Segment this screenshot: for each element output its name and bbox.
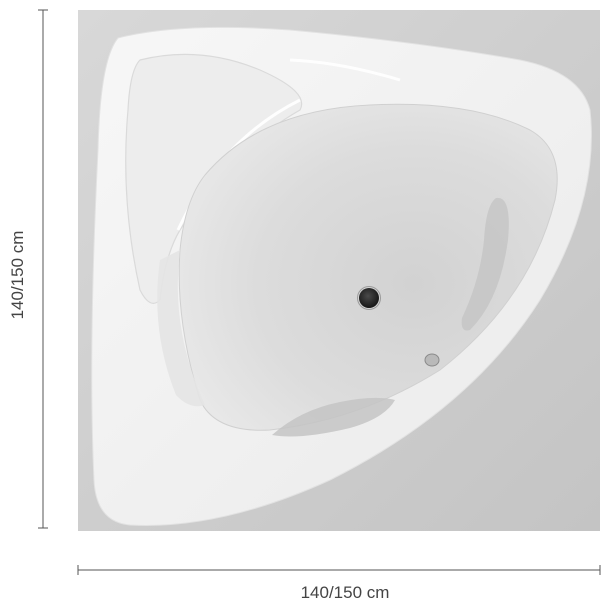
width-dimension-label: 140/150 cm	[301, 583, 390, 602]
bathtub-basin	[178, 103, 558, 431]
bathtub-armrest-right	[461, 197, 509, 331]
drain-ring	[357, 286, 381, 310]
overflow-icon	[424, 353, 440, 367]
height-dimension: 140/150 cm	[8, 9, 48, 529]
bathtub-rim-highlight	[289, 58, 401, 82]
width-dimension: 140/150 cm	[77, 565, 601, 602]
height-dimension-label: 140/150 cm	[8, 231, 27, 320]
drain-icon	[359, 288, 379, 308]
bathtub-side-molding-left	[157, 250, 205, 407]
bathtub-armrest-bottom	[272, 397, 395, 437]
bathtub	[78, 10, 600, 531]
